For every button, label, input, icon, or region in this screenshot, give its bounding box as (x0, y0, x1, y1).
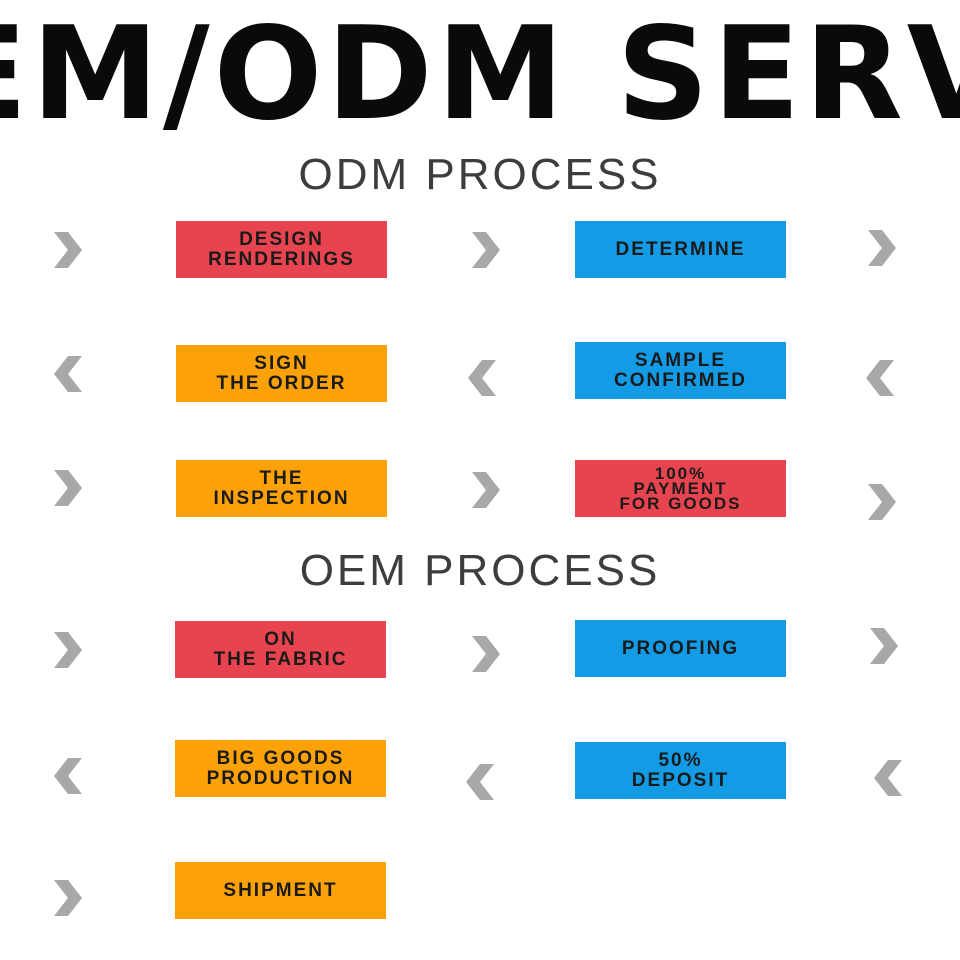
step-proofing: PROOFING (575, 620, 786, 677)
chevron-right-icon (468, 470, 502, 510)
step-sign-the-order: SIGN THE ORDER (176, 345, 387, 402)
step-design-renderings: DESIGN RENDERINGS (176, 221, 387, 278)
chevron-right-icon (866, 626, 900, 666)
chevron-left-icon (466, 358, 500, 398)
step-big-goods-production: BIG GOODS PRODUCTION (175, 740, 386, 797)
chevron-right-icon (468, 230, 502, 270)
banner-title: EM/ODM SERVIC (0, 0, 960, 149)
chevron-left-icon (52, 756, 86, 796)
chevron-right-icon (50, 468, 84, 508)
odm-process-title: ODM PROCESS (298, 150, 662, 199)
oem-process-title: OEM PROCESS (299, 546, 661, 595)
step-the-inspection: THE INSPECTION (176, 460, 387, 517)
step-on-the-fabric: ON THE FABRIC (175, 621, 386, 678)
chevron-right-icon (50, 878, 84, 918)
step-sample-confirmed: SAMPLE CONFIRMED (575, 342, 786, 399)
chevron-left-icon (872, 758, 906, 798)
chevron-right-icon (864, 228, 898, 268)
step-shipment: SHIPMENT (175, 862, 386, 919)
chevron-right-icon (50, 630, 84, 670)
step-deposit: 50% DEPOSIT (575, 742, 786, 799)
step-full-payment: 100% PAYMENT FOR GOODS (575, 460, 786, 517)
step-determine: DETERMINE (575, 221, 786, 278)
chevron-left-icon (864, 358, 898, 398)
chevron-left-icon (52, 354, 86, 394)
chevron-right-icon (468, 634, 502, 674)
chevron-left-icon (464, 762, 498, 802)
chevron-right-icon (50, 230, 84, 270)
chevron-right-icon (864, 482, 898, 522)
